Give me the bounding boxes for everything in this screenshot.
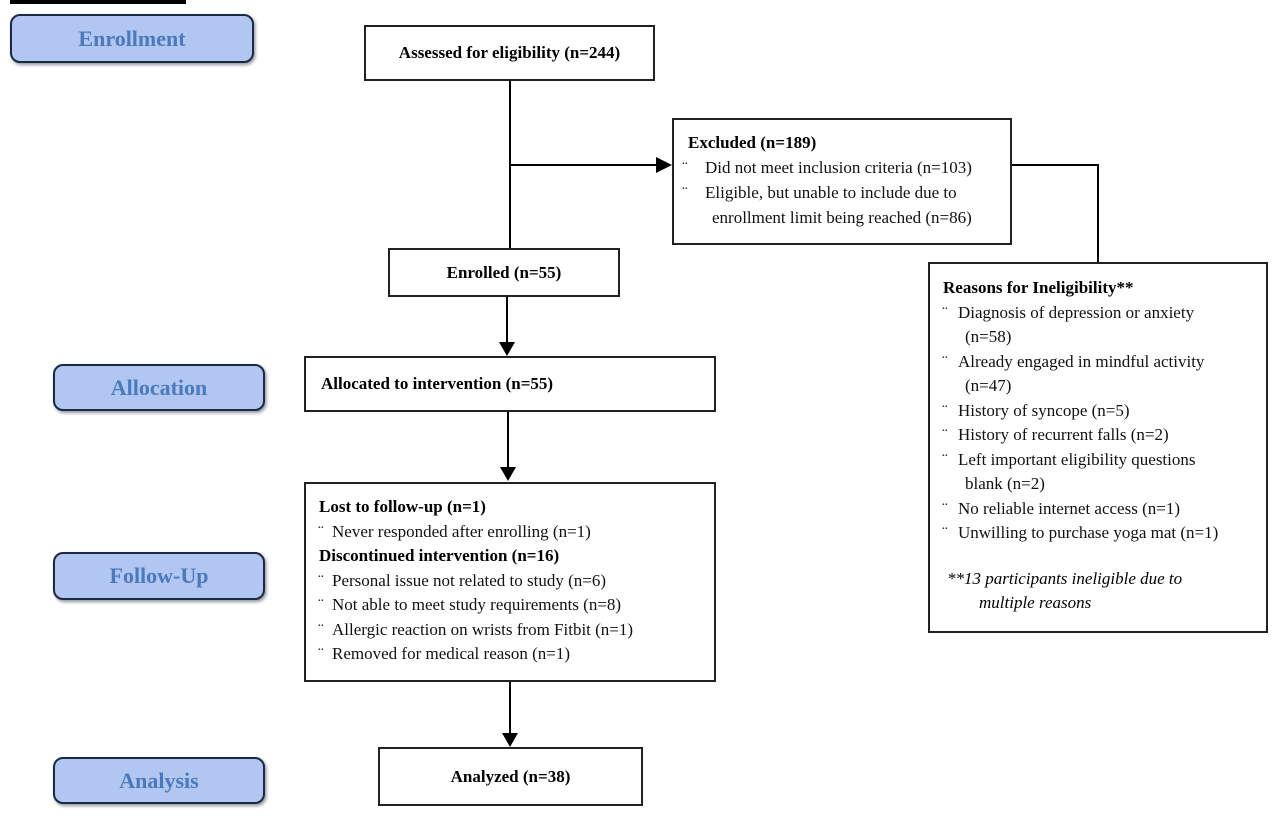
list-item-text: Diagnosis of depression or anxiety (958, 302, 1195, 322)
list-item: ¨ Not able to meet study requirements (n… (318, 593, 706, 618)
bullet-icon: ¨ (682, 158, 688, 177)
bullet-icon: ¨ (318, 619, 324, 639)
excluded-title: Excluded (n=189) (688, 133, 817, 152)
bullet-icon: ¨ (942, 351, 948, 371)
reasons-box: Reasons for Ineligibility** ¨ Diagnosis … (928, 262, 1268, 633)
list-item: ¨ Did not meet inclusion criteria (n=103… (682, 155, 1002, 180)
list-item: ¨ Already engaged in mindful activity (942, 350, 1260, 375)
arrowhead-followup (500, 467, 516, 481)
bullet-icon: ¨ (942, 425, 948, 444)
list-item-continuation: (n=58) (965, 327, 1012, 346)
reasons-title: Reasons for Ineligibility** (943, 278, 1134, 297)
bullet-icon: ¨ (318, 595, 324, 614)
stage-label-followup: Follow-Up (53, 552, 265, 600)
list-item-text: Unwilling to purchase yoga mat (n=1) (958, 523, 1219, 542)
bullet-icon: ¨ (942, 449, 948, 469)
list-item: ¨ No reliable internet access (n=1) (942, 497, 1260, 522)
arrowhead-analyzed (502, 733, 518, 747)
list-item-continuation: (n=47) (965, 376, 1012, 395)
list-item: ¨ Eligible, but unable to include due to (682, 180, 1002, 205)
list-item-continuation: enrollment limit being reached (n=86) (712, 208, 972, 227)
excluded-box: Excluded (n=189) ¨ Did not meet inclusio… (672, 118, 1012, 245)
bullet-icon: ¨ (942, 302, 948, 322)
analyzed-label: Analyzed (n=38) (450, 766, 571, 786)
list-item-text: Eligible, but unable to include due to (705, 183, 957, 202)
allocated-box: Allocated to intervention (n=55) (304, 356, 716, 412)
list-item-text: No reliable internet access (n=1) (958, 498, 1180, 518)
allocated-label: Allocated to intervention (n=55) (321, 374, 554, 393)
list-item-text: History of recurrent falls (n=2) (958, 425, 1169, 444)
arrowhead-excluded (656, 157, 672, 173)
list-item-text: Removed for medical reason (n=1) (332, 644, 571, 663)
list-item-continuation: blank (n=2) (965, 474, 1045, 493)
enrolled-label: Enrolled (n=55) (446, 262, 562, 282)
crop-artifact-line (10, 0, 186, 4)
list-item-text: History of syncope (n=5) (958, 400, 1130, 420)
bullet-icon: ¨ (318, 521, 324, 541)
list-item: ¨ Allergic reaction on wrists from Fitbi… (318, 618, 706, 643)
bullet-icon: ¨ (682, 183, 688, 202)
bullet-icon: ¨ (318, 644, 324, 663)
discontinued-title: Discontinued intervention (n=16) (319, 546, 560, 565)
list-item-text: Never responded after enrolling (n=1) (332, 521, 591, 541)
followup-box: Lost to follow-up (n=1) ¨ Never responde… (304, 482, 716, 682)
list-item-text: Already engaged in mindful activity (958, 351, 1205, 371)
list-item: ¨ Never responded after enrolling (n=1) (318, 520, 706, 545)
reasons-footnote-line2: multiple reasons (979, 593, 1092, 612)
list-item-text: Did not meet inclusion criteria (n=103) (705, 158, 972, 177)
stage-label-allocation: Allocation (53, 364, 265, 411)
bullet-icon: ¨ (942, 498, 948, 518)
stage-label-enrollment: Enrollment (10, 14, 254, 63)
list-item: ¨ Removed for medical reason (n=1) (318, 642, 706, 667)
assessed-label: Assessed for eligibility (n=244) (398, 43, 621, 62)
enrolled-box: Enrolled (n=55) (388, 248, 620, 297)
list-item: ¨ History of syncope (n=5) (942, 399, 1260, 424)
list-item: ¨ History of recurrent falls (n=2) (942, 423, 1260, 448)
list-item-text: Left important eligibility questions (958, 449, 1196, 469)
bullet-icon: ¨ (942, 523, 948, 542)
list-item-text: Not able to meet study requirements (n=8… (332, 595, 622, 614)
reasons-footnote-line1: **13 participants ineligible due to (947, 568, 1183, 588)
list-item-text: Personal issue not related to study (n=6… (332, 570, 606, 590)
arrowhead-allocated (499, 342, 515, 356)
list-item-text: Allergic reaction on wrists from Fitbit … (332, 619, 634, 639)
stage-label-analysis: Analysis (53, 757, 265, 804)
list-item: ¨ Diagnosis of depression or anxiety (942, 301, 1260, 326)
bullet-icon: ¨ (318, 570, 324, 590)
bullet-icon: ¨ (942, 400, 948, 420)
assessed-box: Assessed for eligibility (n=244) (364, 25, 655, 81)
list-item: ¨ Left important eligibility questions (942, 448, 1260, 473)
lost-title: Lost to follow-up (n=1) (319, 497, 486, 516)
analyzed-box: Analyzed (n=38) (378, 747, 643, 806)
list-item: ¨ Personal issue not related to study (n… (318, 569, 706, 594)
list-item: ¨ Unwilling to purchase yoga mat (n=1) (942, 521, 1260, 546)
